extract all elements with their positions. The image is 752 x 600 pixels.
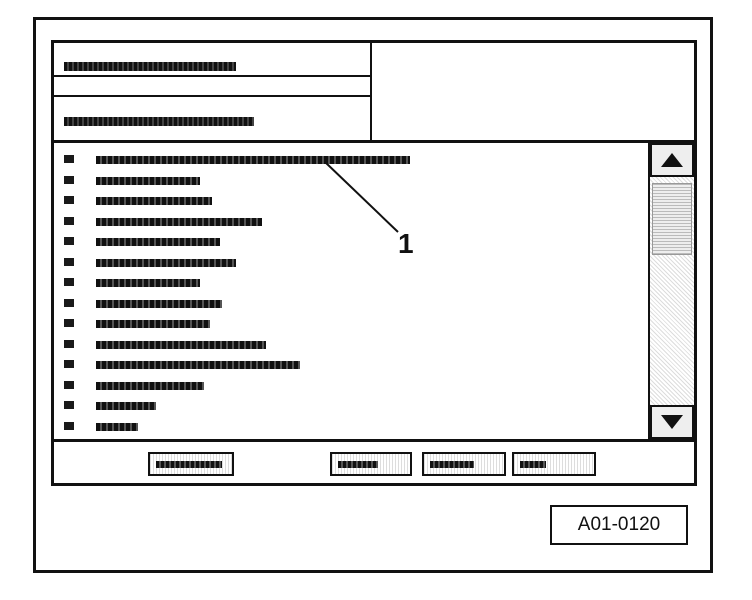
- function-button-1[interactable]: [148, 452, 234, 476]
- list-bullet-icon: [64, 401, 74, 409]
- header-row-empty: [54, 77, 370, 97]
- list-item[interactable]: [54, 336, 648, 354]
- scroll-down-button[interactable]: [650, 405, 694, 439]
- list-item-text: [96, 299, 222, 308]
- list-bullet-icon: [64, 278, 74, 286]
- selection-list[interactable]: [54, 143, 648, 439]
- function-button-4[interactable]: [512, 452, 596, 476]
- list-item-text: [96, 217, 262, 226]
- scrollbar[interactable]: [648, 143, 694, 439]
- function-button-3[interactable]: [422, 452, 506, 476]
- list-item[interactable]: [54, 356, 648, 374]
- list-bullet-icon: [64, 155, 74, 163]
- list-bullet-icon: [64, 421, 74, 430]
- function-button-3-label: [430, 461, 474, 468]
- list-item-text: [96, 156, 410, 164]
- list-item-text: [96, 320, 210, 328]
- list-bullet-icon: [64, 298, 74, 307]
- list-item[interactable]: [54, 295, 648, 313]
- list-item-text: [96, 381, 204, 390]
- list-item[interactable]: [54, 172, 648, 190]
- list-item[interactable]: [54, 192, 648, 210]
- button-bar: [54, 439, 694, 483]
- header-row-title: [54, 43, 370, 77]
- header-title-text: [64, 62, 236, 71]
- function-button-1-label: [156, 461, 222, 468]
- list-item[interactable]: [54, 315, 648, 333]
- list-item-text: [96, 176, 200, 185]
- function-button-4-label: [520, 461, 546, 468]
- list-item-text: [96, 197, 212, 205]
- callout-line-stroke: [324, 161, 399, 233]
- list-item[interactable]: [54, 377, 648, 395]
- list-item-text: [96, 279, 200, 287]
- list-item[interactable]: [54, 397, 648, 415]
- list-bullet-icon: [64, 319, 74, 327]
- outer-frame: [33, 17, 713, 573]
- header-info-panel: [54, 43, 372, 140]
- list-item-text: [96, 340, 266, 349]
- function-button-2-label: [338, 461, 378, 468]
- list-bullet-icon: [64, 360, 74, 368]
- header-row-subtitle: [54, 97, 370, 140]
- tester-screen: [51, 40, 697, 486]
- scroll-thumb[interactable]: [652, 183, 692, 255]
- list-item-text: [96, 258, 236, 267]
- list-bullet-icon: [64, 175, 74, 184]
- header-panel: [54, 43, 694, 143]
- scroll-up-button[interactable]: [650, 143, 694, 177]
- list-bullet-icon: [64, 339, 74, 348]
- list-bullet-icon: [64, 257, 74, 266]
- list-item[interactable]: [54, 151, 648, 169]
- list-item-text: [96, 402, 156, 410]
- arrow-down-icon: [661, 415, 683, 429]
- list-bullet-icon: [64, 237, 74, 245]
- list-bullet-icon: [64, 216, 74, 225]
- list-item[interactable]: [54, 233, 648, 251]
- list-item[interactable]: [54, 213, 648, 231]
- arrow-up-icon: [661, 153, 683, 167]
- callout-number: 1: [398, 228, 414, 259]
- list-bullet-icon: [64, 380, 74, 389]
- list-item[interactable]: [54, 274, 648, 292]
- list-item-text: [96, 361, 300, 369]
- list-item[interactable]: [54, 254, 648, 272]
- header-subtitle-text: [64, 117, 254, 126]
- list-bullet-icon: [64, 196, 74, 204]
- list-item-text: [96, 238, 220, 246]
- figure-id-box: A01-0120: [550, 505, 688, 545]
- list-item[interactable]: [54, 418, 648, 436]
- function-button-2[interactable]: [330, 452, 412, 476]
- list-item-text: [96, 422, 138, 431]
